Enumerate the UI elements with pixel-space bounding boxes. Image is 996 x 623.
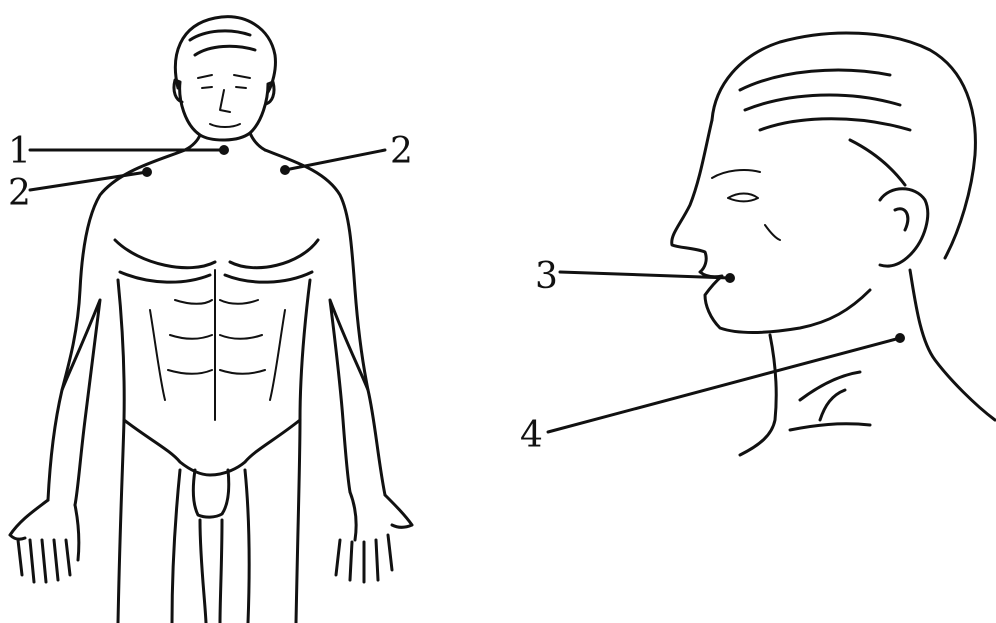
front-abdomen (150, 270, 285, 420)
leader-line-2-right (285, 150, 385, 170)
label-2-left: 2 (8, 173, 31, 214)
front-left-hand (10, 500, 79, 582)
profile-head-drawing (672, 33, 995, 455)
label-3: 3 (535, 256, 558, 297)
label-1: 1 (8, 131, 31, 172)
leader-line-2-left (30, 172, 147, 190)
marker-dot-2-left (142, 167, 152, 177)
front-hair (175, 17, 275, 92)
front-left-arm (62, 300, 100, 505)
leader-line-4 (548, 338, 900, 432)
front-legs (172, 470, 249, 623)
label-2-right: 2 (390, 131, 413, 172)
profile-eye (712, 170, 780, 240)
profile-ear (880, 189, 928, 266)
front-pelvis (124, 420, 300, 475)
front-right-hand (336, 492, 412, 582)
marker-dot-4 (895, 333, 905, 343)
front-chest (115, 240, 318, 282)
front-body-drawing (10, 17, 412, 623)
profile-hair (712, 33, 975, 258)
front-facial-features (198, 75, 250, 127)
label-4: 4 (520, 415, 543, 456)
profile-neck (740, 270, 995, 455)
marker-dot-1 (219, 145, 229, 155)
marker-dot-2-right (280, 165, 290, 175)
front-genital (193, 470, 228, 517)
profile-face-outline (672, 120, 870, 333)
front-right-arm (330, 300, 368, 492)
marker-dot-3 (725, 273, 735, 283)
